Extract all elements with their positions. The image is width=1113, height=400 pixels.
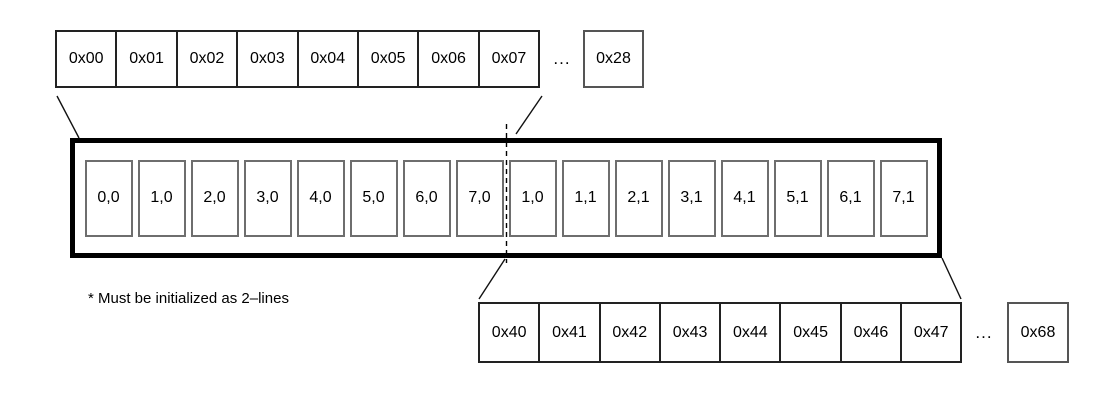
address-cell-last-line1: 0x28 [583,30,644,88]
position-cell: 3,1 [667,159,716,237]
connector-line-bottom-right [941,257,962,300]
position-cell: 5,0 [349,159,398,237]
address-cell: 0x01 [115,30,178,88]
position-cell: 2,1 [614,159,663,237]
display-window-box: 0,0 1,0 2,0 3,0 4,0 5,0 6,0 7,0 1,0 1,1 … [70,138,942,258]
ellipsis-top: ... [553,49,571,68]
address-cell-last-line2: 0x68 [1007,302,1069,363]
address-cell: 0x02 [175,30,239,88]
address-cell: 0x46 [839,302,903,363]
position-cell: 1,1 [561,159,610,237]
address-row-line1: 0x00 0x01 0x02 0x03 0x04 0x05 0x06 0x07 [55,30,541,88]
address-cell: 0x47 [900,302,963,363]
connector-line-top-right [515,95,543,135]
position-cell: 7,0 [455,159,504,237]
address-cell: 0x45 [779,302,842,363]
connector-line-bottom-left [478,258,506,300]
position-cell: 6,1 [826,159,875,237]
ellipsis-bottom: ... [975,322,993,342]
connector-line-top-left [56,95,80,139]
address-cell: 0x03 [236,30,299,88]
address-cell: 0x41 [538,302,601,363]
position-cell: 1,0 [508,159,557,237]
address-cell: 0x04 [296,30,359,88]
position-cell: 1,0 [137,159,186,237]
address-cell: 0x44 [719,302,782,363]
position-cell: 7,1 [879,159,928,237]
address-cell: 0x05 [356,30,420,88]
address-cell: 0x43 [658,302,722,363]
position-cell: 3,0 [243,159,292,237]
position-cell: 6,0 [402,159,451,237]
position-cell: 4,1 [720,159,769,237]
address-cell: 0x07 [477,30,541,88]
position-cell: 4,0 [296,159,345,237]
address-cell: 0x42 [598,302,661,363]
address-cell: 0x00 [55,30,118,88]
position-cell: 0,0 [84,159,133,237]
address-cell: 0x06 [417,30,480,88]
position-cell: 5,1 [773,159,822,237]
address-cell: 0x40 [478,302,541,363]
footnote: * Must be initialized as 2–lines [88,290,289,307]
position-cell: 2,0 [190,159,239,237]
address-row-line2: 0x40 0x41 0x42 0x43 0x44 0x45 0x46 0x47 [478,302,963,363]
